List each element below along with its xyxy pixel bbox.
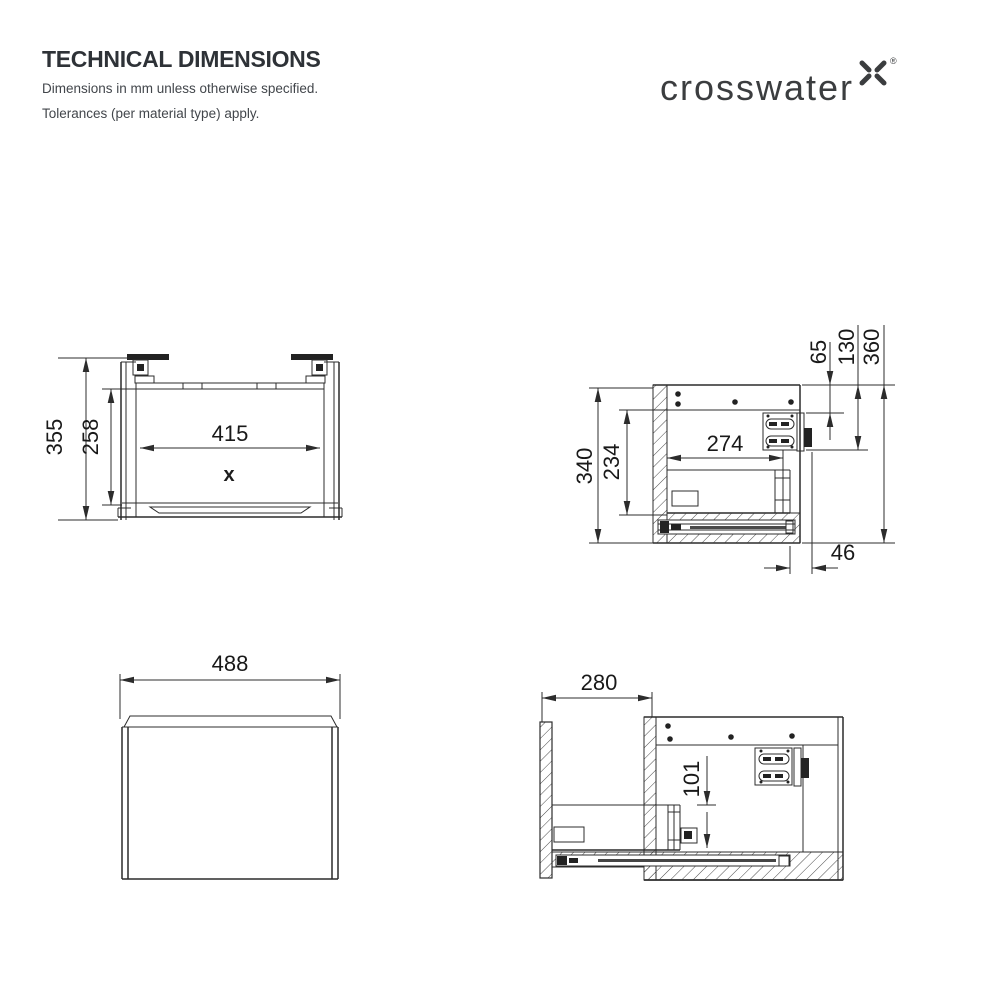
dim-234-label: 234 — [599, 444, 624, 481]
dim-274-label: 274 — [707, 431, 744, 456]
dim-internal-height-234: 234 — [599, 409, 667, 516]
dim-280-label: 280 — [581, 670, 618, 695]
dim-46-label: 46 — [831, 540, 855, 565]
drawer-front-panel-hatch — [539, 721, 553, 879]
dim-101-label: 101 — [679, 761, 704, 798]
front-view-drawing: 355 258 415 x — [42, 354, 343, 521]
dim-carcase-height-340: 340 — [572, 387, 653, 544]
runner-and-bottom-panel-open — [551, 851, 844, 881]
dim-internal-width-415: 415 — [140, 421, 320, 452]
dim-488-label: 488 — [212, 651, 249, 676]
page-title: TECHNICAL DIMENSIONS — [42, 46, 321, 72]
dim-overall-height-360: 360 — [802, 325, 895, 544]
dim-drawer-internal-101: 101 — [679, 756, 716, 848]
dim-internal-height-258: 258 — [78, 388, 136, 506]
wall-section-hatch — [652, 384, 668, 544]
dim-hanger-130: 130 — [806, 325, 868, 451]
crosswater-logo-text: crosswater — [660, 67, 855, 108]
crosswater-logo: crosswater ® — [660, 56, 897, 108]
note-line-2: Tolerances (per material type) apply. — [42, 106, 260, 121]
side-view-drawing: 274 340 234 65 — [572, 325, 895, 574]
dim-355-label: 355 — [42, 419, 67, 456]
side-open-view-drawing: 280 — [539, 670, 844, 881]
dim-rear-clearance-46: 46 — [764, 452, 855, 574]
dim-415-label: 415 — [212, 421, 249, 446]
cabinet-front-outline — [117, 361, 343, 520]
wall-hanger-bracket-open-view — [754, 747, 809, 787]
crosswater-x-icon — [856, 56, 890, 93]
dim-overall-width-488: 488 — [119, 651, 341, 719]
dim-overall-height-355: 355 — [42, 357, 130, 521]
dim-130-label: 130 — [834, 329, 859, 366]
drawer-box-extended — [552, 804, 698, 851]
dim-drawer-extension-280: 280 — [541, 670, 653, 722]
registered-trademark: ® — [890, 56, 897, 66]
front-width-view-drawing: 488 — [119, 651, 341, 880]
dim-65-label: 65 — [806, 340, 831, 364]
dim-hanger-65: 65 — [806, 340, 844, 440]
cabinet-width-outline — [121, 715, 339, 880]
dim-internal-depth-274: 274 — [667, 431, 784, 472]
dim-360-label: 360 — [859, 329, 884, 366]
note-line-1: Dimensions in mm unless otherwise specif… — [42, 81, 319, 96]
mounting-bracket-right — [291, 354, 333, 384]
brand-x-mark: x — [223, 464, 234, 486]
wall-hanger-bracket — [762, 412, 812, 452]
dim-340-label: 340 — [572, 448, 597, 485]
dim-258-label: 258 — [78, 419, 103, 456]
mounting-bracket-left — [127, 354, 169, 384]
drawer-box-side — [667, 469, 791, 514]
bottom-panel-and-runner — [657, 512, 801, 544]
